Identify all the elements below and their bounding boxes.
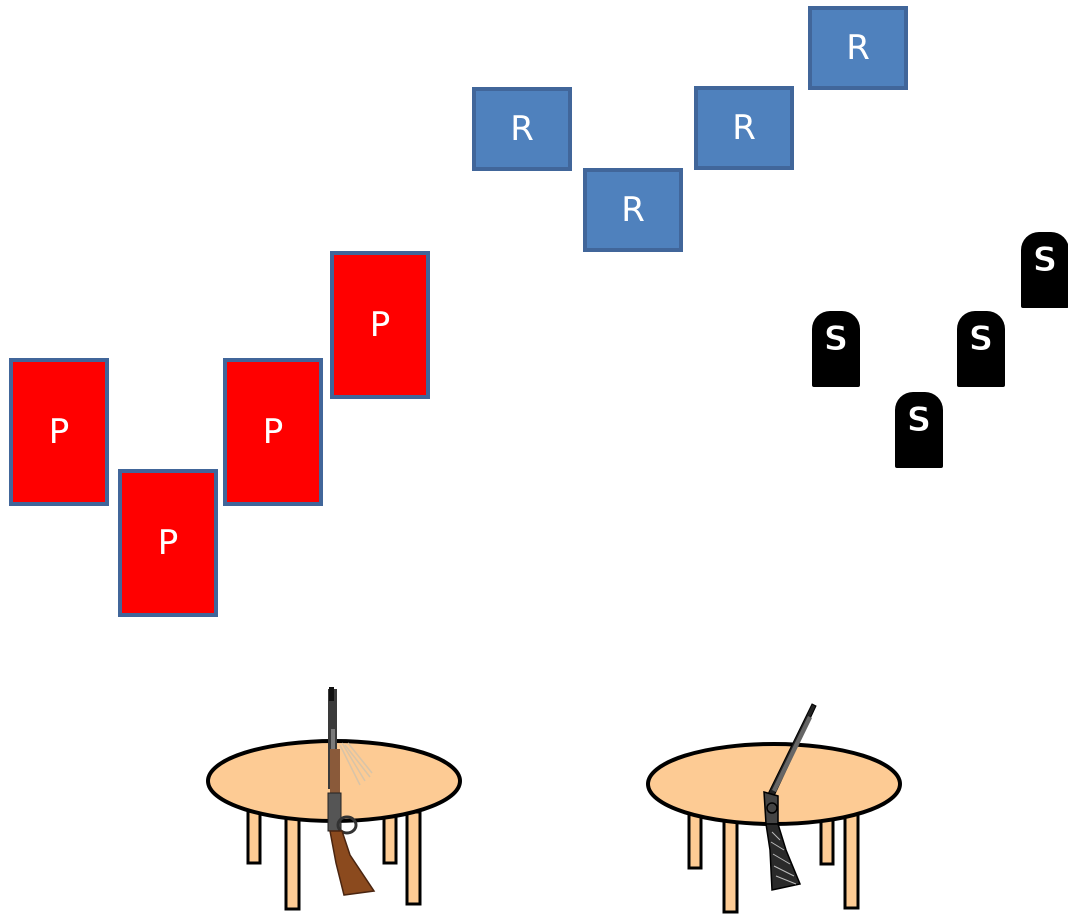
s-tombstone-icon: S — [957, 311, 1005, 387]
p-card-label: P — [157, 523, 179, 563]
p-card-label: P — [262, 412, 284, 452]
p-card-2: P — [118, 469, 218, 617]
s-tombstone-label: S — [968, 319, 994, 359]
table-with-rifle — [206, 687, 462, 911]
s-tombstone-icon: S — [895, 392, 943, 468]
r-card-label: R — [732, 108, 756, 148]
s-tombstone-icon: S — [1021, 232, 1068, 308]
r-card-label: R — [510, 109, 534, 149]
r-card-2: R — [583, 168, 683, 252]
p-card-3: P — [223, 358, 323, 506]
p-card-label: P — [48, 412, 70, 452]
r-card-label: R — [621, 190, 645, 230]
r-card-3: R — [694, 86, 794, 170]
p-card-4: P — [330, 251, 430, 399]
r-card-4: R — [808, 6, 908, 90]
lever-action-rifle-icon — [327, 687, 376, 896]
s-tombstone-label: S — [1032, 240, 1058, 280]
r-card-1: R — [472, 87, 572, 171]
s-tombstone-icon: S — [812, 311, 860, 387]
s-tombstone-label: S — [906, 400, 932, 440]
table-with-shotgun — [646, 703, 902, 914]
p-card-label: P — [369, 305, 391, 345]
r-card-label: R — [846, 28, 870, 68]
p-card-1: P — [9, 358, 109, 506]
s-tombstone-label: S — [823, 319, 849, 359]
shotgun-icon — [763, 703, 817, 891]
